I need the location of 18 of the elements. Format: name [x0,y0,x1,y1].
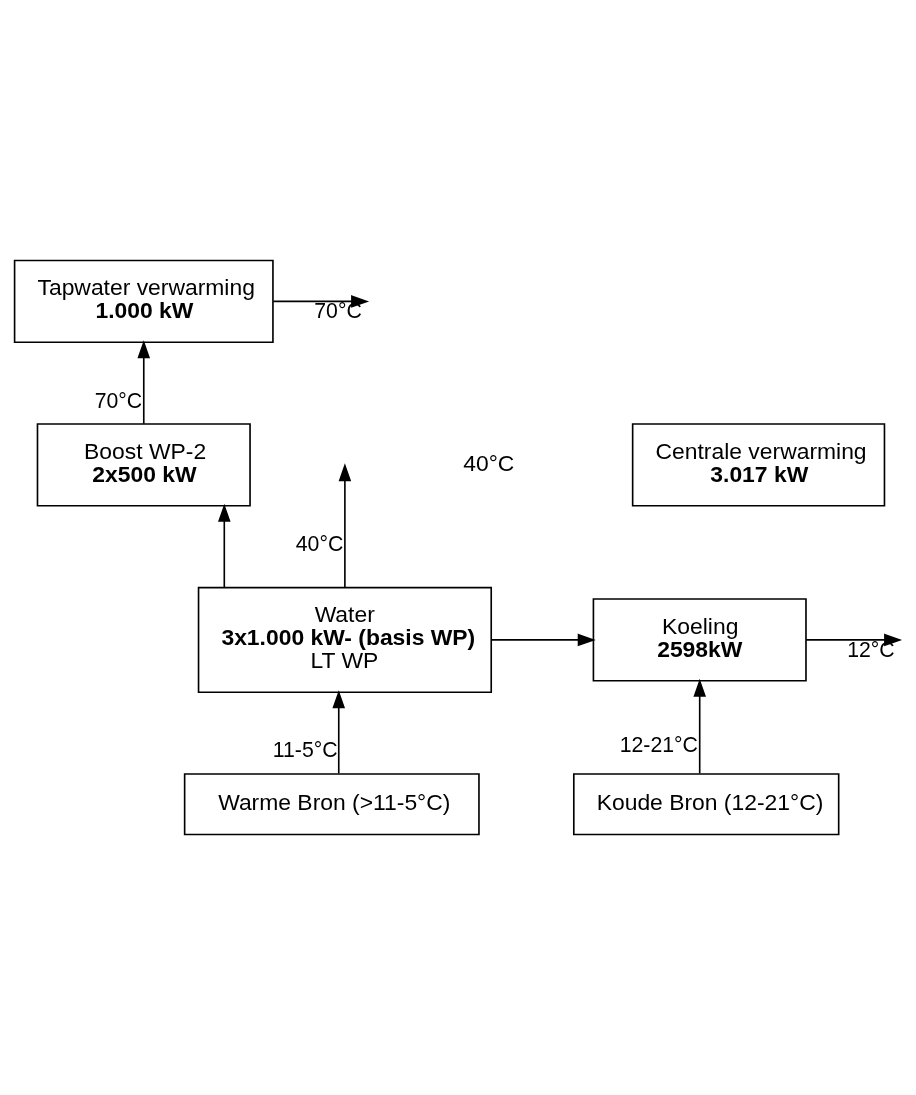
node-box: Tapwater verwarming 1.000 kW [13,259,274,344]
node-box: Warme Bron (>11-5°C) [183,773,480,836]
arrow [137,340,151,425]
label: 40°C [463,449,515,476]
node-box: Water 3x1.000 kW- (basis WP) LT WP [197,586,493,694]
arrow [490,633,596,647]
edge-label: 11-5°C [272,738,338,763]
arrow [332,690,346,775]
edge-label: 70°C [94,388,143,413]
node-box: Koude Bron (12-21°C) [572,773,840,836]
node-box: Centrale verwarming 3.017 kW [631,423,886,507]
node-box: Koeling 2598kW [592,598,807,682]
arrow [338,463,352,589]
arrow [218,503,231,589]
edge-label: 40°C [295,531,344,556]
edge-label: 12-21°C [619,732,698,757]
arrow [693,678,706,775]
node-box: Boost WP-2 2x500 kW [36,423,251,507]
